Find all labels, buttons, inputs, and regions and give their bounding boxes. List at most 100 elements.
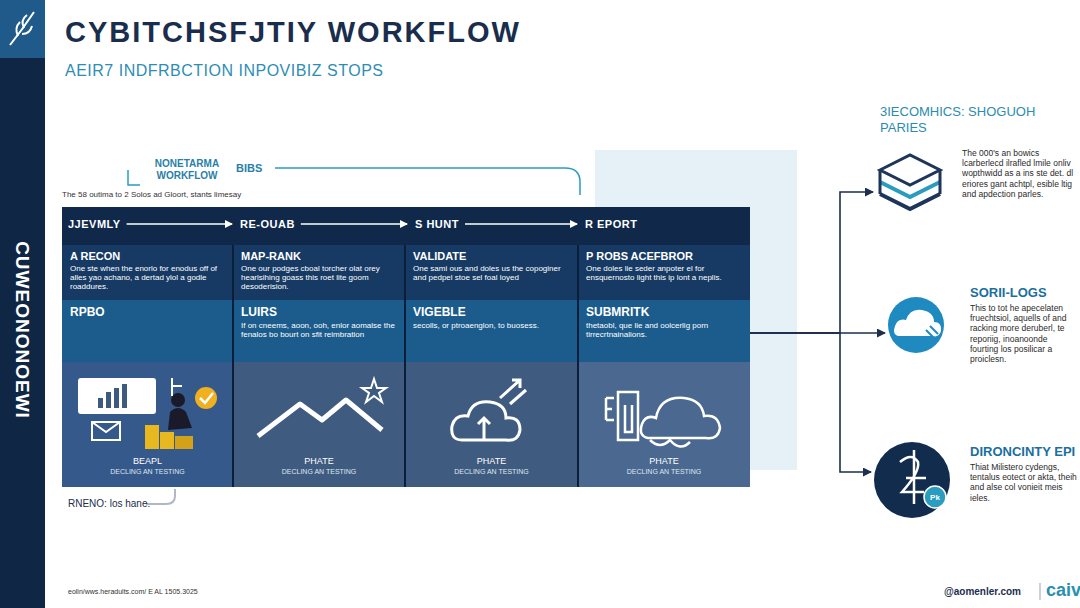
cloud-illustration (510, 390, 526, 404)
step-body: One ste when the enorlo for enodus off o… (70, 264, 225, 292)
report-illustration (171, 393, 185, 407)
report-illustration (168, 408, 192, 430)
report-illustration (160, 432, 174, 449)
trend-illustration (362, 379, 386, 402)
clipboard-illustration (625, 405, 632, 432)
table-ground (578, 362, 750, 487)
flow-arrow (465, 223, 577, 225)
symbol-circle-icon (924, 486, 946, 508)
leaf-logo (10, 12, 34, 45)
stack-icon (880, 182, 940, 197)
leaf-logo (16, 22, 20, 36)
phase-caption: BEAPLDECLING AN TESTING (66, 456, 229, 475)
cloud-circle-icon (888, 297, 944, 353)
item-heading: SORII-LOGS (970, 285, 1078, 300)
output-item: SORII-LOGSThis to tot he apecelaten frue… (886, 285, 1078, 364)
step-cell: LUIRSIf on cneems, aoon, ooh, enlor aoma… (238, 303, 400, 341)
cloud-illustration (452, 402, 520, 441)
item-body: Thiat Milistero cydengs, tentalus eotect… (970, 462, 1078, 503)
contact-handle: @aomenler.com (944, 586, 1021, 597)
trend-illustration (258, 379, 386, 436)
step-heading: VIGEBLE (413, 305, 570, 319)
flow-arrow (750, 192, 873, 333)
report-illustration (122, 384, 127, 408)
badge-text: Pk (930, 493, 940, 502)
clipboard-illustration (618, 392, 638, 440)
phase-caption: PHATE DECLING AN TESTING (582, 456, 746, 475)
phase-caption: PHATE DECLING AN TESTING (237, 456, 401, 475)
report-illustration (78, 378, 156, 414)
flow-arrow (750, 333, 871, 472)
report-illustration (92, 422, 120, 440)
report-illustration (98, 398, 103, 408)
caption-title: PHATE (582, 456, 746, 466)
report-illustration (114, 388, 119, 408)
footnote: RNENO: los hane. (68, 498, 150, 509)
report-illustration (175, 436, 193, 449)
report-illustration (200, 393, 213, 403)
step-cell: RPBO (67, 303, 228, 323)
phase-header: S HUNT (415, 218, 459, 230)
stack-icon (880, 194, 940, 209)
output-item: The 000's an bowics lcarberlecd ilrafled… (874, 148, 1078, 199)
step-heading: A RECON (70, 250, 225, 262)
side-bar (0, 0, 45, 608)
phase-name: S HUNT (415, 218, 459, 230)
report-illustration (172, 378, 182, 396)
item-body: The 000's an bowics lcarberlecd ilrafled… (962, 148, 1078, 199)
cloud-illustration (478, 418, 490, 440)
step-body: One doles lie seder anpoter el for ensqu… (586, 264, 742, 282)
table-note: The 58 outima to 2 Solos ad Gloort, stan… (62, 190, 750, 199)
table-ground (62, 207, 750, 487)
symbol-circle-icon (900, 450, 926, 504)
stack-icon (880, 170, 940, 194)
table-ground (233, 245, 578, 487)
step-cell: SUBMRITKthetaobl, que lie and oolcerlig … (583, 303, 745, 341)
caption-title: PHATE (409, 456, 574, 466)
table-ground (62, 207, 750, 245)
phase-header: RE-OUAB (240, 218, 295, 230)
step-cell: VALIDATEOne sami ous and doles us the co… (410, 248, 573, 284)
note-bracket (146, 489, 175, 504)
table-ground (404, 245, 406, 487)
bracket-lines (275, 168, 580, 195)
subtitle: AEIR7 INDFRBCTION INPOVIBIZ STOPS (65, 62, 383, 80)
bracket-lines (128, 170, 140, 185)
symbol-circle-icon (874, 442, 950, 518)
report-illustration (145, 425, 159, 449)
clipboard-illustration (641, 398, 720, 438)
side-banner: CUWEONONOEWI (11, 241, 33, 419)
cloud-circle-icon (894, 310, 941, 337)
symbol-circle-icon (874, 442, 950, 518)
report-illustration (78, 378, 217, 449)
step-cell: MAP-RANKOne our podges cboal torcher ola… (238, 248, 400, 294)
table-ground (577, 245, 579, 487)
flow-arrow (127, 223, 232, 225)
leaf-logo (22, 26, 32, 34)
cloud-circle-icon (888, 297, 944, 353)
caption-subtitle: DECLING AN TESTING (582, 468, 746, 475)
step-cell: P ROBS ACEFBROROne doles lie seder anpot… (583, 248, 745, 284)
flow-arrow (301, 223, 407, 225)
caption-subtitle: DECLING AN TESTING (237, 468, 401, 475)
clipboard-illustration (606, 398, 614, 420)
section-heading: 3IECOMHICS: SHOGUOH PARIES (880, 104, 1060, 137)
stack-icon (880, 155, 940, 209)
clipboard-illustration (606, 392, 720, 447)
caption-subtitle: DECLING AN TESTING (66, 468, 229, 475)
report-illustration (195, 387, 217, 409)
workflow-table: The 58 outima to 2 Solos ad Gloort, stan… (62, 190, 750, 487)
step-cell: A RECON One ste when the enorlo for enodu… (67, 248, 228, 294)
phase-header: R EPORT (585, 218, 637, 230)
cloud-illustration (500, 380, 520, 398)
phase-header: JJEVMLY (68, 218, 121, 230)
trend-illustration (258, 400, 382, 436)
caption-title: PHATE (237, 456, 401, 466)
step-body: One our podges cboal torcher olat orey h… (241, 264, 397, 292)
output-item: DIRONCINTY EPIThiat Milistero cydengs, t… (872, 444, 1078, 503)
step-body: thetaobl, que lie and oolcerlig porn tir… (586, 321, 742, 339)
